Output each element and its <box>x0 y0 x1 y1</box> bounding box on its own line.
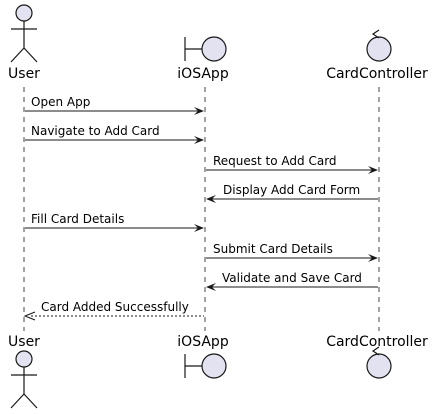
participant-cardcontroller-top: CardController <box>326 29 428 82</box>
arrow-head <box>368 166 378 174</box>
participant-label-cardcontroller: CardController <box>326 66 428 82</box>
message-label: Display Add Card Form <box>223 183 360 197</box>
message-request-to-add-card: Request to Add Card <box>206 154 378 174</box>
arrow-head <box>206 283 216 291</box>
message-label: Open App <box>31 95 90 109</box>
message-navigate-to-add-card: Navigate to Add Card <box>25 124 204 144</box>
participant-iosapp-bottom: iOSApp <box>177 334 229 379</box>
message-label: Card Added Successfully <box>41 300 189 314</box>
participant-user-top: User <box>8 4 40 82</box>
arrow-head <box>206 195 216 203</box>
arrow-head <box>194 107 204 115</box>
participant-label-iosapp: iOSApp <box>177 334 229 350</box>
message-label: Request to Add Card <box>213 154 337 168</box>
arrow-head <box>23 311 36 321</box>
actor-icon <box>10 350 38 409</box>
participant-label-iosapp: iOSApp <box>177 66 229 82</box>
message-label: Validate and Save Card <box>222 271 362 285</box>
message-label: Submit Card Details <box>213 242 333 256</box>
message-card-added-successfully: Card Added Successfully <box>23 300 204 321</box>
boundary-icon <box>184 353 227 379</box>
message-submit-card-details: Submit Card Details <box>206 242 378 262</box>
message-fill-card-details: Fill Card Details <box>25 212 204 232</box>
control-icon <box>366 346 392 379</box>
message-display-add-card-form: Display Add Card Form <box>206 183 378 203</box>
participant-label-cardcontroller: CardController <box>326 334 428 350</box>
boundary-icon <box>184 36 227 62</box>
actor-icon <box>10 4 38 63</box>
participant-label-user: User <box>8 66 40 82</box>
arrow-head <box>368 254 378 262</box>
participant-label-user: User <box>8 334 40 350</box>
arrow-head <box>194 136 204 144</box>
message-label: Navigate to Add Card <box>31 124 160 138</box>
message-open-app: Open App <box>25 95 204 115</box>
message-label: Fill Card Details <box>31 212 124 226</box>
participant-user-bottom: User <box>8 334 40 409</box>
participant-iosapp-top: iOSApp <box>177 36 229 82</box>
message-validate-and-save-card: Validate and Save Card <box>206 271 378 291</box>
participant-cardcontroller-bottom: CardController <box>326 334 428 379</box>
control-icon <box>366 29 392 62</box>
arrow-head <box>194 224 204 232</box>
